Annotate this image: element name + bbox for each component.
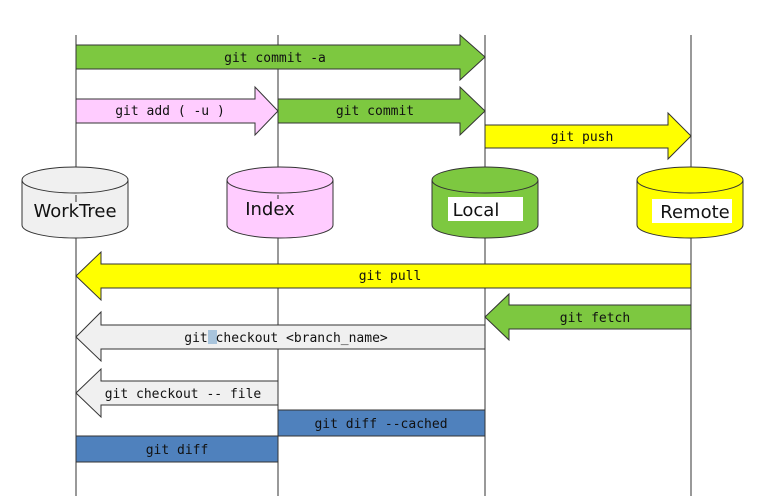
diff-cached-bar: git diff --cached	[277, 409, 486, 437]
fetch-label: git fetch	[560, 311, 630, 326]
add-arrow: git add ( -u )	[75, 85, 279, 137]
remote-cylinder: Remote	[636, 166, 744, 239]
diff-label: git diff	[146, 443, 209, 458]
remote-label: Remote	[660, 202, 729, 223]
local-label: Local	[453, 200, 500, 221]
push-label: git push	[551, 130, 614, 145]
local-cylinder: Local	[431, 166, 539, 239]
fetch-arrow: git fetch	[484, 292, 692, 342]
checkout-branch-label: git checkout <branch_name>	[184, 331, 388, 346]
commit-all-label: git commit -a	[224, 51, 326, 66]
commit-all-arrow: git commit -a	[75, 33, 486, 82]
pull-label: git pull	[359, 269, 422, 284]
index-cylinder: Index	[226, 166, 334, 239]
worktree-cylinder: WorkTree	[21, 166, 129, 239]
diff-bar: git diff	[75, 435, 279, 463]
checkout-branch-arrow: git checkout <branch_name>	[75, 310, 486, 363]
index-label: Index	[245, 199, 295, 220]
worktree-label: WorkTree	[33, 201, 116, 222]
checkout-file-label: git checkout -- file	[105, 387, 262, 402]
pull-arrow: git pull	[75, 250, 692, 302]
checkout-file-arrow: git checkout -- file	[75, 367, 279, 419]
add-label: git add ( -u )	[115, 104, 225, 119]
commit-label: git commit	[336, 104, 414, 119]
commit-arrow: git commit	[277, 85, 486, 137]
diff-cached-label: git diff --cached	[314, 417, 447, 432]
push-arrow: git push	[484, 111, 692, 161]
